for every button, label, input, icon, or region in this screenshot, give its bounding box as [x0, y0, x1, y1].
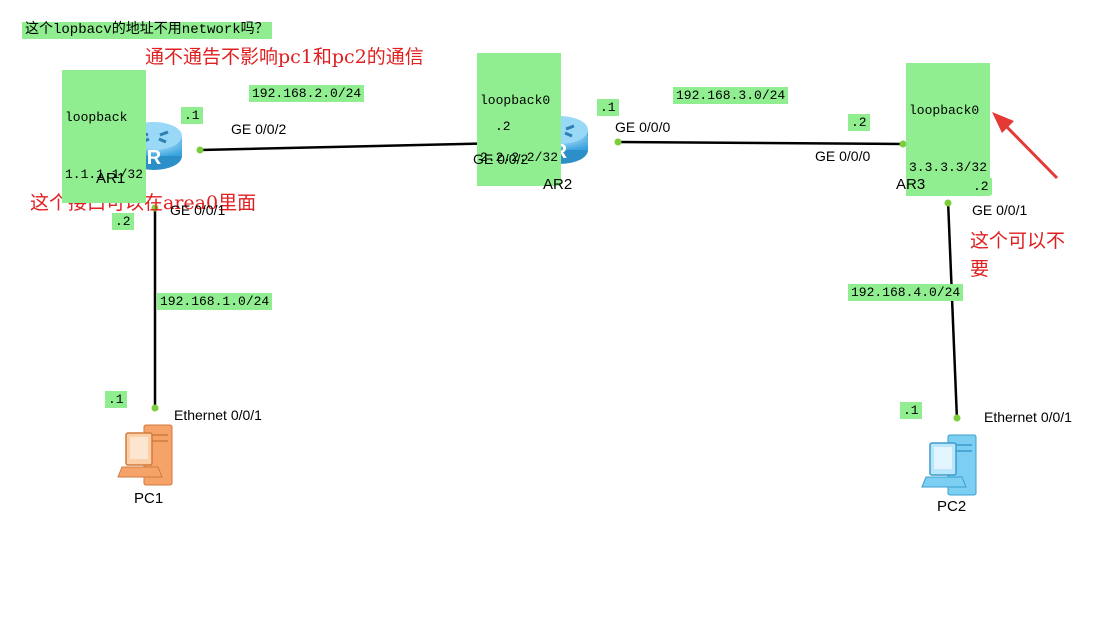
port-dot-ar1-ge001: [151, 204, 159, 212]
device-label-ar2: AR2: [543, 176, 573, 193]
iface-pc1-eth: Ethernet 0/0/1: [174, 407, 262, 423]
annotation-arrow: [992, 112, 1059, 180]
port-dot-ar1-ge002: [196, 146, 204, 154]
network-note: 通不通告不影响pc1和pc2的通信: [145, 46, 424, 68]
device-label-pc1: PC1: [134, 490, 164, 507]
loopback-ar3-address: 3.3.3.3/32: [909, 160, 988, 175]
iface-ar1-ge002: GE 0/0/2: [231, 121, 287, 137]
loopback-ar1: loopback 1.1.1.1/32: [62, 70, 147, 203]
loopback-ar2-name: loopback0: [480, 93, 551, 108]
host-id-pc1: .1: [105, 391, 127, 408]
device-label-ar1: AR1: [96, 170, 126, 187]
port-dot-pc1: [151, 404, 159, 412]
link-ar1-ar2[interactable]: [199, 141, 506, 152]
optional-note-line2: 要: [970, 258, 990, 280]
iface-pc2-eth: Ethernet 0/0/1: [984, 409, 1072, 425]
link-ar3-pc2[interactable]: [946, 199, 959, 421]
pc-icon: [117, 424, 173, 486]
iface-ar1-ge001: GE 0/0/1: [170, 202, 226, 218]
pc-pc1[interactable]: [117, 424, 173, 486]
port-dot-pc2: [953, 414, 961, 422]
host-id-ar3-ge001: .2: [970, 178, 992, 195]
network-label-n1: 192.168.1.0/24: [157, 293, 273, 310]
loopback-ar1-name: loopback: [65, 110, 128, 125]
link-ar2-ar3[interactable]: [617, 140, 904, 146]
network-label-n2: 192.168.2.0/24: [249, 85, 365, 102]
network-label-n4: 192.168.4.0/24: [848, 284, 964, 301]
question-label: 这个lopbacv的地址不用network吗？: [22, 22, 272, 39]
loopback-ar1-address: 1.1.1.1/32: [65, 167, 144, 182]
loopback-ar3-name: loopback0: [909, 103, 980, 118]
host-id-ar2-ge000: .1: [597, 99, 619, 116]
host-id-ar3-ge000: .2: [848, 114, 870, 131]
links: [153, 140, 959, 421]
iface-ar3-ge000: GE 0/0/0: [815, 148, 871, 164]
loopback-ar2: loopback0 2.2.2.2/32: [477, 53, 562, 186]
iface-ar2-ge002: GE 0/0/2: [473, 151, 529, 167]
svg-text:R: R: [147, 147, 162, 169]
port-dot-ar3-ge000: [899, 140, 907, 148]
port-dots: [151, 138, 961, 422]
port-dot-ar3-ge001: [944, 199, 952, 207]
iface-ar2-ge000: GE 0/0/0: [615, 119, 671, 135]
network-label-n3: 192.168.3.0/24: [673, 87, 789, 104]
host-id-pc2: .1: [900, 402, 922, 419]
pc-icon: [921, 434, 977, 496]
host-id-ar1-ge002: .1: [181, 107, 203, 124]
host-id-ar1-ge001: .2: [112, 213, 134, 230]
pc-pc2[interactable]: [921, 434, 977, 496]
iface-ar3-ge001: GE 0/0/1: [972, 202, 1028, 218]
port-dot-ar2-ge000: [614, 138, 622, 146]
loopback-ar3: loopback0 3.3.3.3/32: [906, 63, 991, 196]
device-label-ar3: AR3: [896, 176, 926, 193]
loopback-ar2-address: 2.2.2.2/32: [480, 150, 559, 165]
host-id-ar2-ge002: .2: [492, 118, 514, 135]
optional-note-line1: 这个可以不: [970, 230, 1066, 252]
device-label-pc2: PC2: [937, 498, 967, 515]
